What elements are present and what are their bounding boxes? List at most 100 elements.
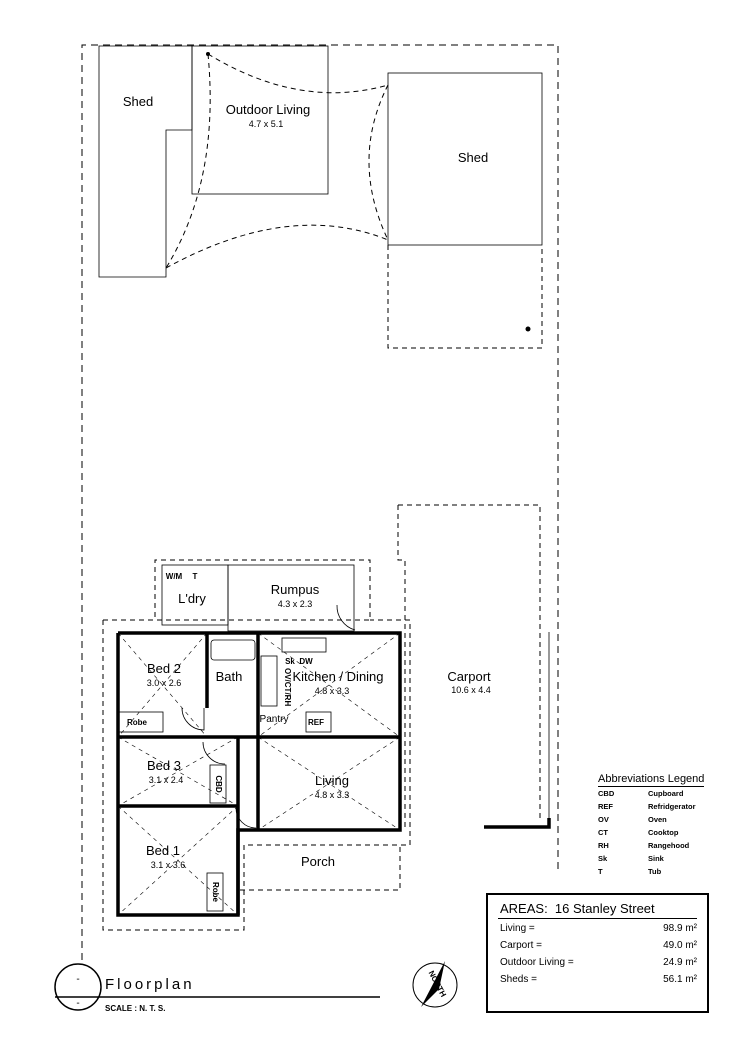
sail-anchor: [206, 52, 210, 56]
bed1-label: Bed 1: [146, 843, 180, 858]
abbreviation-code: CBD: [598, 789, 615, 798]
bed1-diagonals: [117, 805, 239, 916]
bed1-size: 3.1 x 3.6: [151, 860, 186, 870]
robe-bed2-outline: [118, 711, 164, 733]
abbreviation-meaning: Oven: [648, 815, 667, 824]
laundry-label: L'dry: [178, 591, 206, 606]
cbd-label: CBD: [214, 775, 223, 793]
pantry-label: Pantry: [260, 714, 289, 725]
carport-label: Carport: [447, 669, 491, 684]
bed2-size: 3.0 x 2.6: [147, 678, 182, 688]
abbreviation-code: Sk: [598, 854, 608, 863]
abbreviation-row: CBD Cupboard: [598, 787, 718, 800]
ov-ct-rh-label: OV/CT/RH: [283, 668, 292, 706]
tub-label: T: [193, 572, 198, 581]
abbreviation-meaning: Cooktop: [648, 828, 679, 837]
area-value: 98.9 m²: [663, 923, 697, 934]
abbreviations-title: Abbreviations Legend: [598, 773, 705, 787]
abbreviation-meaning: Cupboard: [648, 789, 684, 798]
bed2-label: Bed 2: [147, 661, 181, 676]
eave-outline: [102, 559, 411, 931]
outdoor-living-outline: [191, 45, 329, 195]
areas-heading: AREAS: 16 Stanley Street: [500, 901, 655, 916]
carport-outline: [397, 504, 541, 830]
shed-right-extension: [387, 245, 543, 349]
rumpus-label: Rumpus: [271, 582, 320, 597]
living-size: 4.8 x 3.3: [315, 790, 350, 800]
title-circle: [54, 963, 102, 1011]
areas-divider: [498, 918, 697, 919]
abbreviation-code: T: [598, 867, 603, 876]
door-bed2: [181, 707, 205, 731]
kitchen-diagonals: [257, 632, 401, 738]
area-label: Carport =: [500, 940, 542, 951]
abbreviation-row: OV Oven: [598, 813, 718, 826]
abbreviation-code: OV: [598, 815, 609, 824]
sink-bench: [281, 637, 327, 653]
area-label: Living =: [500, 923, 535, 934]
robe-bed1-label: Robe: [211, 882, 220, 903]
shade-sail-right: [368, 84, 389, 241]
fridge-space: [305, 711, 332, 733]
door-bed1: [235, 807, 257, 829]
areas-title: AREAS:: [500, 901, 548, 916]
abbreviation-meaning: Tub: [648, 867, 662, 876]
abbreviation-code: REF: [598, 802, 613, 811]
living-label: Living: [315, 773, 349, 788]
door-bed3: [202, 741, 226, 765]
abbreviation-meaning: Refridgerator: [648, 802, 696, 811]
abbreviation-row: Sk Sink: [598, 852, 718, 865]
wm-label: W/M: [166, 572, 183, 581]
bath-label: Bath: [216, 669, 243, 684]
bed3-size: 3.1 x 2.4: [149, 775, 184, 785]
kitchen-size: 4.8 x 3.3: [315, 686, 350, 696]
bed3-diagonals: [117, 736, 239, 807]
robe-bed2-label: Robe: [127, 718, 148, 727]
bed3-label: Bed 3: [147, 758, 181, 773]
area-value: 49.0 m²: [663, 940, 697, 951]
abbreviation-row: REF Refridgerator: [598, 800, 718, 813]
carport-wall: [484, 818, 551, 829]
porch-label: Porch: [301, 854, 335, 869]
porch-outline: [240, 845, 401, 891]
sink-label: Sk: [285, 657, 295, 666]
areas-address: 16 Stanley Street: [554, 901, 655, 916]
ref-label: REF: [308, 718, 324, 727]
area-label: Outdoor Living =: [500, 957, 574, 968]
shade-sail-left: [165, 53, 211, 269]
carport-size: 10.6 x 4.4: [451, 685, 491, 695]
title-circle-top-dash: -: [76, 974, 79, 985]
abbreviation-row: CT Cooktop: [598, 826, 718, 839]
area-value: 24.9 m²: [663, 957, 697, 968]
door-rumpus: [336, 604, 356, 631]
shed-right-outline: [387, 72, 543, 246]
abbreviation-meaning: Rangehood: [648, 841, 690, 850]
cbd-outline: [209, 764, 227, 804]
shade-sail-top: [207, 53, 389, 94]
kitchen-bench: [260, 655, 278, 707]
floorplan-title: Floorplan: [105, 976, 195, 993]
abbreviation-row: T Tub: [598, 865, 718, 878]
rumpus-outline: [227, 564, 355, 632]
shed-left-outline: [98, 45, 193, 278]
kitchen-label: Kitchen / Dining: [292, 669, 383, 684]
bed2-diagonals: [117, 632, 208, 738]
shed-left-label: Shed: [123, 94, 153, 109]
north-arrow-icon: NORTH: [412, 961, 458, 1008]
outdoor-living-size: 4.7 x 5.1: [249, 119, 284, 129]
area-label: Sheds =: [500, 974, 537, 985]
site-boundary: [81, 44, 559, 960]
abbreviation-code: CT: [598, 828, 608, 837]
scale-label: SCALE : N. T. S.: [105, 1004, 166, 1013]
title-circle-bottom-dash: -: [76, 998, 79, 1009]
rumpus-size: 4.3 x 2.3: [278, 599, 313, 609]
robe-bed1-outline: [206, 872, 224, 912]
shed-right-label: Shed: [458, 150, 488, 165]
area-value: 56.1 m²: [663, 974, 697, 985]
abbreviation-meaning: Sink: [648, 854, 664, 863]
downpipe-marker: [525, 326, 531, 332]
